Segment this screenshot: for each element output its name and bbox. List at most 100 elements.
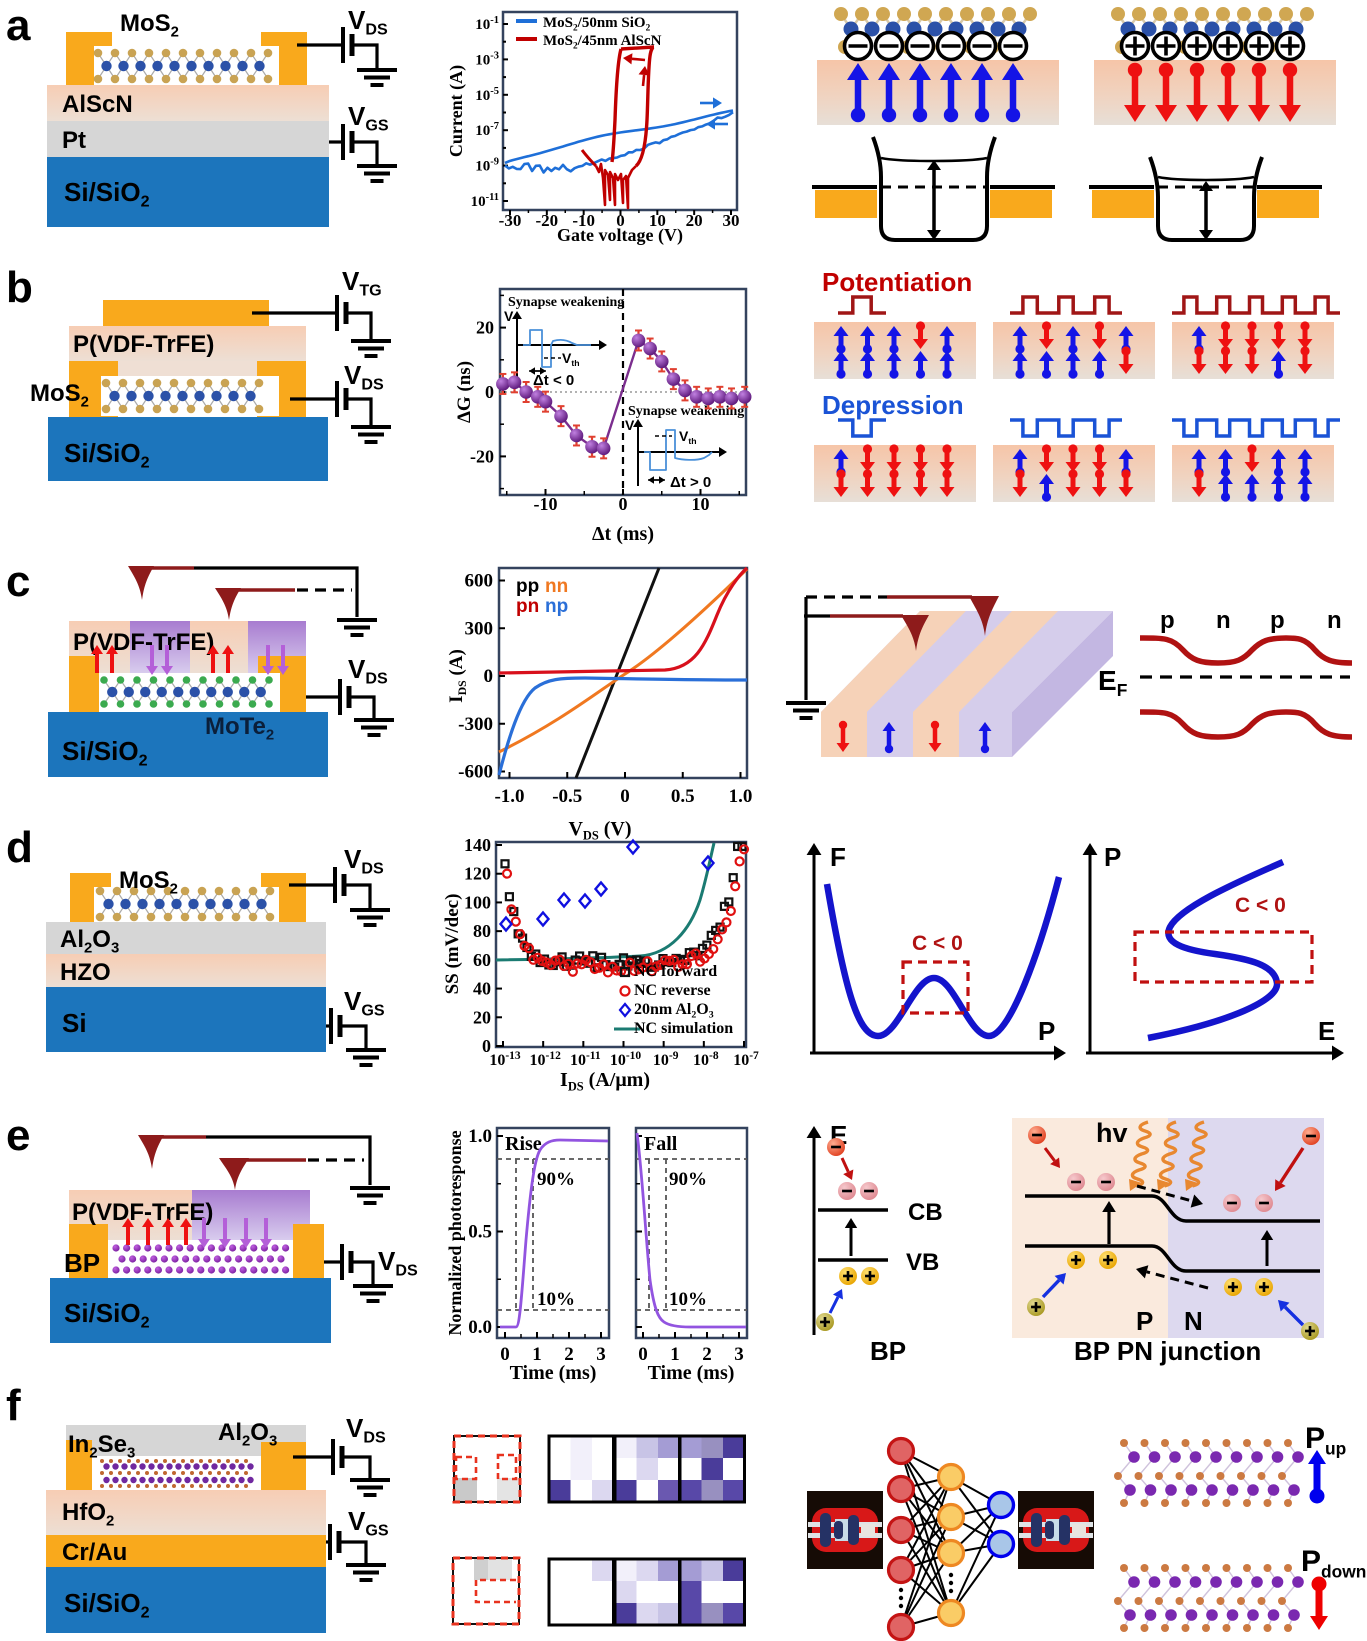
svg-text:SS (mV/dec): SS (mV/dec) (442, 894, 463, 995)
svg-text:10-9: 10-9 (475, 157, 499, 175)
svg-text:0: 0 (619, 494, 628, 514)
svg-text:2: 2 (564, 1344, 574, 1365)
svg-text:10-10: 10-10 (610, 1050, 642, 1069)
svg-text:pn: pn (516, 596, 539, 617)
svg-text:hv: hv (1096, 1118, 1128, 1148)
svg-text:Al2O3: Al2O3 (60, 926, 119, 956)
svg-text:d: d (6, 823, 33, 872)
svg-text:IDS (A): IDS (A) (446, 649, 469, 703)
svg-text:VDS: VDS (348, 5, 388, 39)
svg-text:0: 0 (616, 211, 625, 230)
svg-text:30: 30 (723, 211, 740, 230)
svg-text:-600: -600 (458, 762, 493, 783)
svg-text:VB: VB (906, 1249, 939, 1276)
svg-text:10%: 10% (669, 1289, 707, 1310)
svg-text:Current (A): Current (A) (446, 65, 467, 157)
svg-text:MoS2: MoS2 (120, 10, 179, 40)
svg-text:0: 0 (500, 1344, 510, 1365)
svg-text:Vth: Vth (562, 350, 580, 368)
svg-text:Δt > 0: Δt > 0 (670, 474, 711, 491)
svg-text:3: 3 (596, 1344, 606, 1365)
svg-text:-0.5: -0.5 (552, 786, 582, 807)
svg-text:10-13: 10-13 (489, 1050, 521, 1069)
svg-text:np: np (545, 596, 568, 617)
svg-text:Δt < 0: Δt < 0 (533, 372, 574, 389)
svg-text:0: 0 (485, 382, 494, 402)
svg-text:Synapse weakening: Synapse weakening (628, 404, 744, 419)
svg-text:P: P (1104, 842, 1121, 872)
svg-text:NC reverse: NC reverse (634, 982, 711, 999)
svg-text:e: e (6, 1111, 30, 1160)
svg-text:Pt: Pt (62, 127, 86, 154)
svg-text:P: P (1136, 1306, 1153, 1336)
svg-text:100: 100 (464, 892, 491, 912)
svg-text:BP: BP (64, 1248, 100, 1278)
svg-text:90%: 90% (669, 1169, 707, 1190)
svg-text:600: 600 (465, 571, 494, 592)
svg-text:Pdown: Pdown (1301, 1545, 1366, 1582)
svg-text:V: V (625, 417, 635, 433)
svg-text:Time (ms): Time (ms) (648, 1362, 735, 1384)
svg-text:VGS: VGS (344, 986, 385, 1020)
svg-text:f: f (6, 1381, 21, 1430)
svg-text:IDS (A/μm): IDS (A/μm) (560, 1069, 650, 1093)
svg-text:2: 2 (702, 1344, 712, 1365)
svg-text:300: 300 (465, 618, 494, 639)
svg-text:n: n (1327, 607, 1342, 634)
svg-text:Si/SiO2: Si/SiO2 (64, 177, 150, 211)
svg-text:10-7: 10-7 (733, 1050, 759, 1069)
svg-text:VDS (V): VDS (V) (568, 818, 631, 842)
svg-text:20: 20 (476, 318, 494, 338)
svg-text:20: 20 (686, 211, 703, 230)
svg-text:VDS: VDS (348, 654, 388, 688)
svg-text:CB: CB (908, 1199, 943, 1226)
svg-text:3: 3 (734, 1344, 744, 1365)
svg-text:c: c (6, 557, 30, 606)
svg-text:1: 1 (670, 1344, 680, 1365)
svg-text:10-7: 10-7 (475, 121, 499, 139)
svg-text:10-9: 10-9 (653, 1050, 679, 1069)
svg-text:EF: EF (1098, 665, 1127, 700)
svg-text:N: N (1184, 1306, 1203, 1336)
svg-text:20: 20 (473, 1007, 491, 1027)
svg-text:10: 10 (692, 494, 710, 514)
svg-text:10: 10 (649, 211, 666, 230)
svg-text:10%: 10% (537, 1289, 575, 1310)
svg-text:0: 0 (638, 1344, 648, 1365)
svg-text:0: 0 (620, 786, 630, 807)
svg-text:Al2O3: Al2O3 (218, 1419, 277, 1449)
svg-text:-20: -20 (535, 211, 558, 230)
svg-text:0.5: 0.5 (671, 786, 695, 807)
svg-text:Potentiation: Potentiation (822, 267, 972, 297)
svg-text:p: p (1160, 607, 1175, 634)
svg-text:n: n (1216, 607, 1231, 634)
svg-text:Si/SiO2: Si/SiO2 (62, 736, 148, 770)
svg-text:0.0: 0.0 (468, 1317, 492, 1338)
svg-text:1: 1 (532, 1344, 542, 1365)
svg-text:-1.0: -1.0 (494, 786, 524, 807)
svg-text:C < 0: C < 0 (1235, 894, 1286, 917)
svg-text:nn: nn (545, 576, 568, 597)
svg-text:1.0: 1.0 (468, 1126, 492, 1147)
svg-text:MoS2: MoS2 (119, 867, 178, 897)
svg-text:VDS: VDS (346, 1413, 386, 1447)
svg-text:10-11: 10-11 (471, 192, 499, 210)
svg-text:pp: pp (516, 576, 539, 597)
svg-text:Synapse weakening: Synapse weakening (508, 295, 624, 310)
svg-text:Pup: Pup (1305, 1422, 1346, 1459)
svg-text:Time (ms): Time (ms) (510, 1362, 597, 1384)
svg-text:BP PN junction: BP PN junction (1074, 1336, 1261, 1366)
svg-text:p: p (1270, 607, 1285, 634)
svg-text:Si/SiO2: Si/SiO2 (64, 1298, 150, 1332)
svg-text:10-12: 10-12 (529, 1050, 561, 1069)
svg-text:0: 0 (484, 666, 494, 687)
svg-text:Si/SiO2: Si/SiO2 (64, 1588, 150, 1622)
svg-text:P(VDF-TrFE): P(VDF-TrFE) (72, 1199, 213, 1226)
svg-text:Cr/Au: Cr/Au (62, 1539, 127, 1566)
svg-text:MoS2: MoS2 (30, 380, 89, 410)
svg-text:90%: 90% (537, 1169, 575, 1190)
svg-text:10-11: 10-11 (570, 1050, 601, 1069)
svg-text:P(VDF-TrFE): P(VDF-TrFE) (73, 331, 214, 358)
svg-text:Vth: Vth (679, 428, 697, 446)
svg-text:NC simulation: NC simulation (634, 1020, 733, 1037)
